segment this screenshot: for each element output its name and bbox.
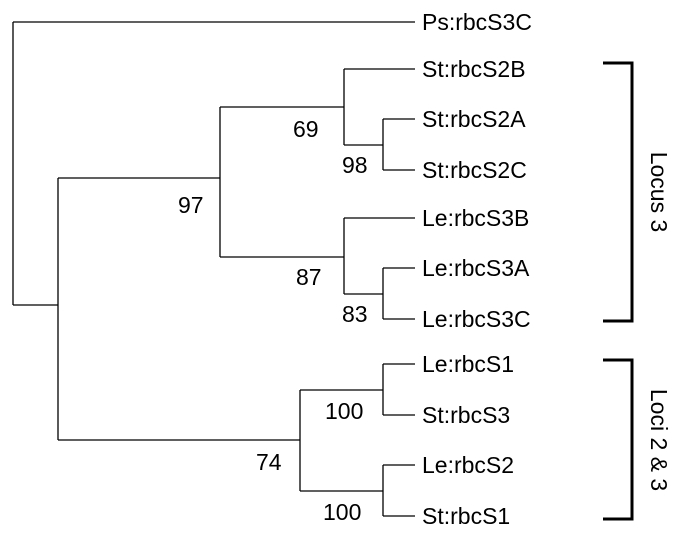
support-value: 100 <box>323 499 361 525</box>
support-value: 83 <box>342 301 368 327</box>
support-value: 100 <box>325 398 363 424</box>
support-value: 74 <box>256 449 282 475</box>
group-labels: Locus 3 Loci 2 & 3 <box>646 152 672 491</box>
support-values: 69 98 97 87 83 100 74 100 <box>178 116 368 525</box>
leaf-label: St:rbcS2B <box>422 56 526 82</box>
leaf-label: St:rbcS2C <box>422 157 527 183</box>
leaf-label: Le:rbcS3A <box>422 255 530 281</box>
leaf-label: Ps:rbcS3C <box>422 9 532 35</box>
bracket-loci-2-3 <box>603 358 634 521</box>
support-value: 98 <box>342 152 368 178</box>
support-value: 87 <box>296 264 322 290</box>
group-label-locus-3: Locus 3 <box>646 152 672 233</box>
support-value: 69 <box>293 116 319 142</box>
support-value: 97 <box>178 192 204 218</box>
leaf-label: St:rbcS1 <box>422 503 510 529</box>
group-label-loci-2-3: Loci 2 & 3 <box>646 389 672 491</box>
leaf-label: Le:rbcS3C <box>422 306 531 332</box>
bracket-locus-3 <box>603 61 634 323</box>
leaf-label: Le:rbcS1 <box>422 351 514 377</box>
leaf-label: St:rbcS3 <box>422 402 510 428</box>
leaf-label: Le:rbcS3B <box>422 205 529 231</box>
group-brackets <box>603 61 634 521</box>
leaf-label: St:rbcS2A <box>422 106 526 132</box>
leaf-labels: Ps:rbcS3C St:rbcS2B St:rbcS2A St:rbcS2C … <box>422 9 532 529</box>
leaf-label: Le:rbcS2 <box>422 452 514 478</box>
tree-branches <box>12 21 415 517</box>
